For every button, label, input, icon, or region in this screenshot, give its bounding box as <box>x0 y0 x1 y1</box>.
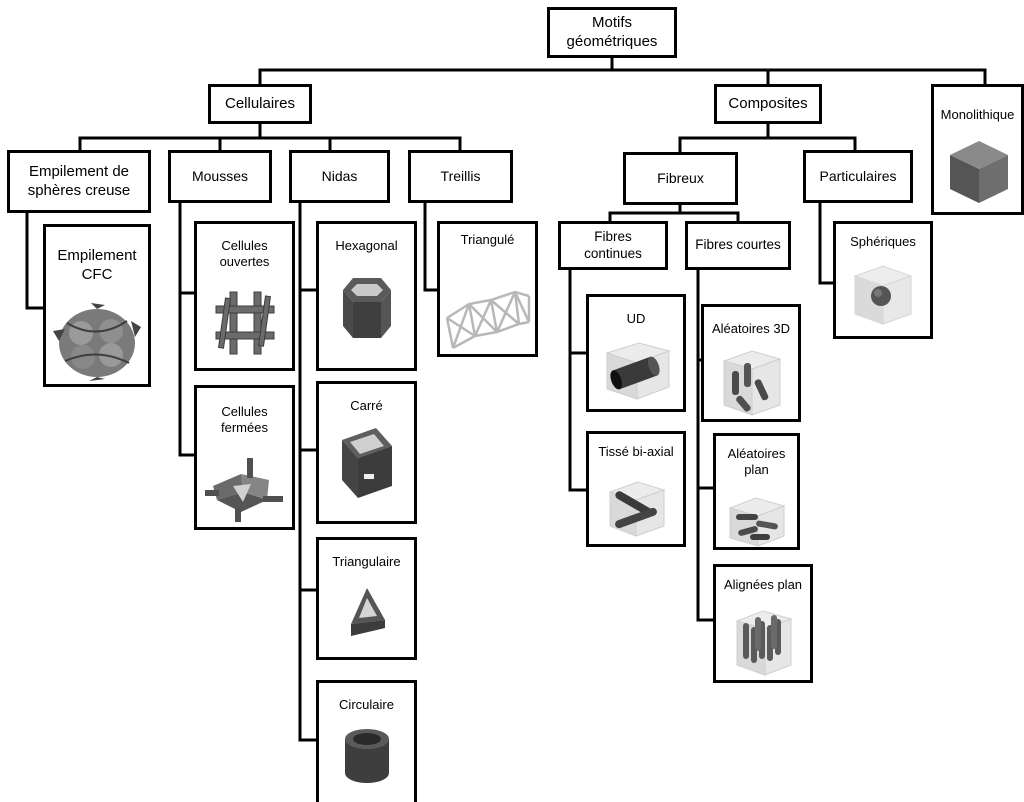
leaf-triangule: Triangulé <box>437 221 538 357</box>
leaf-carre: Carré <box>316 381 417 524</box>
leaf-triangulaire: Triangulaire <box>316 537 417 660</box>
leaf-spheriques-label: Sphériques <box>850 234 916 249</box>
leaf-ud-label: UD <box>626 311 646 326</box>
node-nidas: Nidas <box>289 150 390 203</box>
unidirectional-fiber-icon <box>605 342 671 400</box>
node-mousses: Mousses <box>168 150 272 203</box>
leaf-circulaire: Circulaire <box>316 680 417 802</box>
leaf-hexagonal-label: Hexagonal <box>335 238 398 253</box>
leaf-cellules-ouvertes-label: Cellules ouvertes <box>219 238 270 270</box>
sphere-stack-icon <box>53 303 141 381</box>
node-fibres-continues: Fibres continues <box>558 221 668 270</box>
random-plane-fibers-icon <box>727 497 786 547</box>
node-fibres-courtes: Fibres courtes <box>685 221 791 270</box>
circular-tube-icon <box>344 729 389 783</box>
leaf-empilement-cfc: Empilement CFC <box>43 224 151 387</box>
node-cellulaires: Cellulaires <box>208 84 312 124</box>
truss-lattice-icon <box>445 290 530 350</box>
node-monolithique-label: Monolithique <box>940 107 1015 122</box>
leaf-aleatoires-3d-label: Aléatoires 3D <box>711 321 791 336</box>
solid-cube-icon <box>950 141 1008 203</box>
spherical-particle-icon <box>853 265 913 325</box>
leaf-circulaire-label: Circulaire <box>339 697 394 712</box>
leaf-cellules-fermees: Cellules fermées <box>194 385 295 530</box>
node-monolithique: Monolithique <box>931 84 1024 215</box>
node-fibreux: Fibreux <box>623 152 738 205</box>
leaf-empilement-cfc-label: Empilement CFC <box>57 247 137 283</box>
node-empilement: Empilement de sphères creuse <box>7 150 151 213</box>
random-3d-fibers-icon <box>722 350 782 416</box>
open-cell-foam-icon <box>215 291 274 355</box>
aligned-plane-fibers-icon <box>735 610 793 676</box>
leaf-alignees-plan-label: Alignées plan <box>723 577 803 592</box>
leaf-triangule-label: Triangulé <box>460 232 515 247</box>
node-composites: Composites <box>714 84 822 124</box>
node-particulaires: Particulaires <box>803 150 913 203</box>
node-treillis: Treillis <box>408 150 513 203</box>
leaf-hexagonal: Hexagonal <box>316 221 417 371</box>
leaf-carre-label: Carré <box>350 398 383 413</box>
leaf-spheriques: Sphériques <box>833 221 933 339</box>
leaf-aleatoires-3d: Aléatoires 3D <box>701 304 801 422</box>
biaxial-woven-fiber-icon <box>608 481 666 537</box>
leaf-tisse-biaxial: Tissé bi-axial <box>586 431 686 547</box>
root-node: Motifs géométriques <box>547 7 677 58</box>
square-honeycomb-icon <box>341 428 392 498</box>
leaf-aleatoires-plan: Aléatoires plan <box>713 433 800 550</box>
leaf-tisse-biaxial-label: Tissé bi-axial <box>598 444 674 459</box>
triangular-honeycomb-icon <box>350 588 385 636</box>
hexagonal-honeycomb-icon <box>342 278 391 338</box>
closed-cell-foam-icon <box>204 458 283 522</box>
leaf-cellules-fermees-label: Cellules fermées <box>221 404 268 436</box>
leaf-aleatoires-plan-label: Aléatoires plan <box>727 446 786 478</box>
leaf-alignees-plan: Alignées plan <box>713 564 813 683</box>
leaf-cellules-ouvertes: Cellules ouvertes <box>194 221 295 371</box>
leaf-triangulaire-label: Triangulaire <box>332 554 401 569</box>
leaf-ud: UD <box>586 294 686 412</box>
